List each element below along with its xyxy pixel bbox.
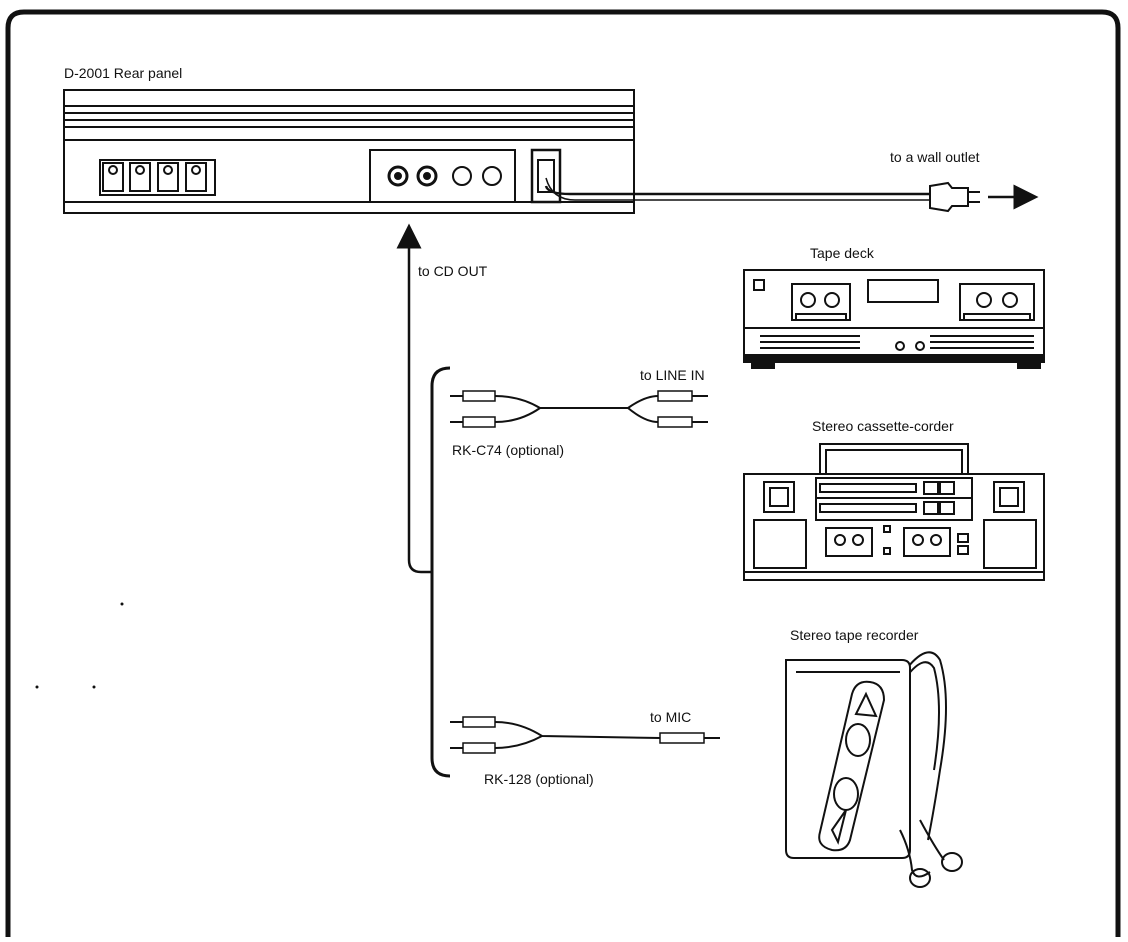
cassette-corder-illustration: [743, 443, 1045, 581]
cassette-corder-label: Stereo cassette-corder: [812, 418, 954, 434]
speck: [120, 602, 124, 606]
cd-player-rear-panel: [63, 89, 635, 214]
tape-recorder-label: Stereo tape recorder: [790, 627, 919, 643]
speck: [92, 685, 96, 689]
line-in-label: to LINE IN: [640, 367, 705, 383]
rear-panel-label: D-2001 Rear panel: [64, 65, 182, 81]
power-plug: [929, 181, 980, 213]
speck: [35, 685, 39, 689]
rkc74-label: RK-C74 (optional): [452, 442, 564, 458]
mic-label: to MIC: [650, 709, 691, 725]
cable-bracket: [430, 366, 451, 778]
wall-outlet-label: to a wall outlet: [890, 149, 980, 165]
tape-deck-label: Tape deck: [810, 245, 875, 261]
ac-inlet: [530, 148, 562, 204]
cd-out-label: to CD OUT: [418, 263, 488, 279]
rkc74-cable: [450, 390, 708, 428]
output-jacks: [369, 149, 516, 203]
rk128-cable: [450, 716, 720, 754]
tape-recorder-illustration: [785, 651, 963, 888]
dip-switches: [99, 159, 216, 196]
tape-deck-illustration: [743, 269, 1045, 369]
rk128-label: RK-128 (optional): [484, 771, 594, 787]
diagram-frame: [5, 9, 1121, 937]
